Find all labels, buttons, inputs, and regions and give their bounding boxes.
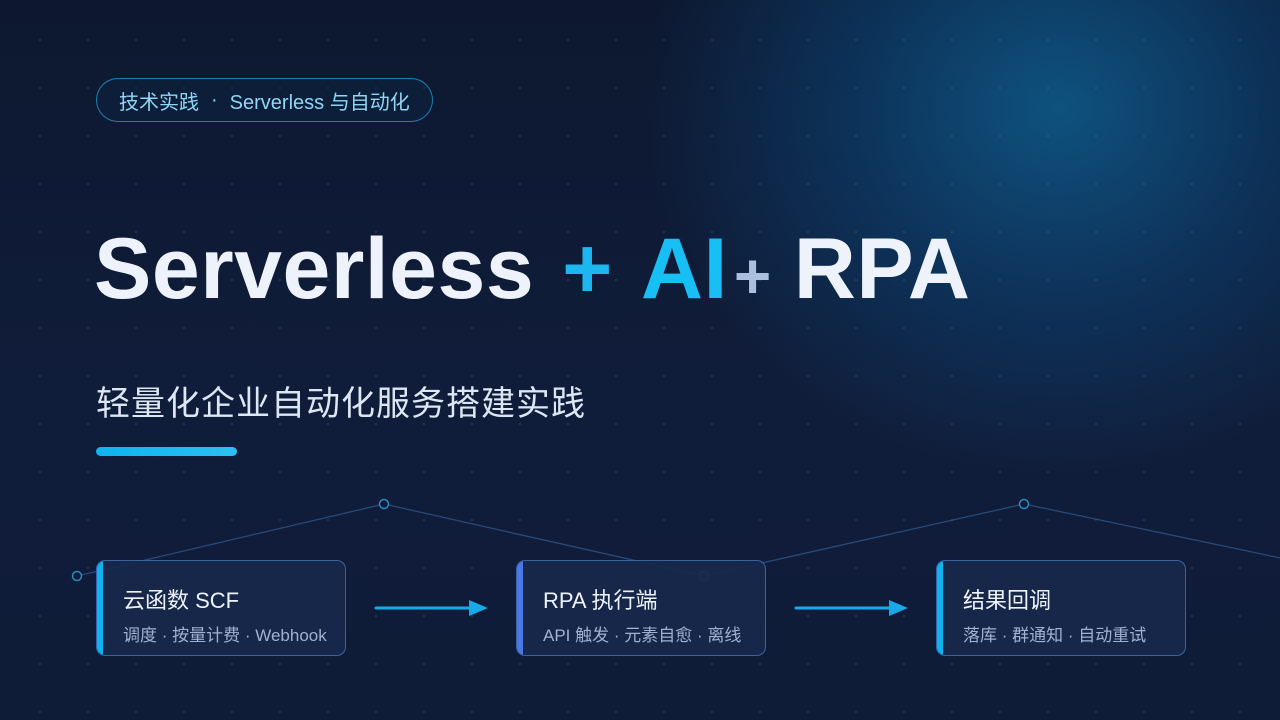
- flow-card-callback: 结果回调 落库 · 群通知 · 自动重试: [936, 560, 1186, 656]
- page-subtitle: 轻量化企业自动化服务搭建实践: [96, 385, 586, 423]
- accent-bar: [96, 447, 237, 456]
- card-accent-stripe: [517, 561, 523, 655]
- tag-label-left: 技术实践: [119, 91, 199, 114]
- card-description: 落库 · 群通知 · 自动重试: [963, 626, 1147, 645]
- arrow-right-icon: [794, 600, 908, 616]
- arrow-right-icon: [374, 600, 488, 616]
- flow-card-scf: 云函数 SCF 调度 · 按量计费 · Webhook: [96, 560, 346, 656]
- title-serverless: Serverless: [94, 221, 535, 317]
- card-description: API 触发 · 元素自愈 · 离线: [543, 626, 742, 645]
- card-title: 云函数 SCF: [123, 588, 240, 613]
- network-node: [378, 498, 390, 510]
- title-plus: +: [562, 221, 613, 317]
- tag-label-right: Serverless 与自动化: [229, 91, 410, 114]
- flow-card-rpa: RPA 执行端 API 触发 · 元素自愈 · 离线: [516, 560, 766, 656]
- card-accent-stripe: [97, 561, 103, 655]
- title-plus-small: +: [733, 240, 772, 312]
- title-rpa: RPA: [793, 221, 971, 317]
- page-title: Serverless + AI + RPA: [94, 226, 970, 312]
- title-ai: AI: [640, 221, 728, 317]
- card-accent-stripe: [937, 561, 943, 655]
- topic-tag: 技术实践 · Serverless 与自动化: [96, 78, 433, 122]
- card-description: 调度 · 按量计费 · Webhook: [123, 626, 327, 645]
- network-node: [71, 570, 83, 582]
- card-title: RPA 执行端: [543, 588, 658, 613]
- card-title: 结果回调: [963, 588, 1052, 613]
- network-node: [1018, 498, 1030, 510]
- tag-separator: ·: [211, 88, 218, 111]
